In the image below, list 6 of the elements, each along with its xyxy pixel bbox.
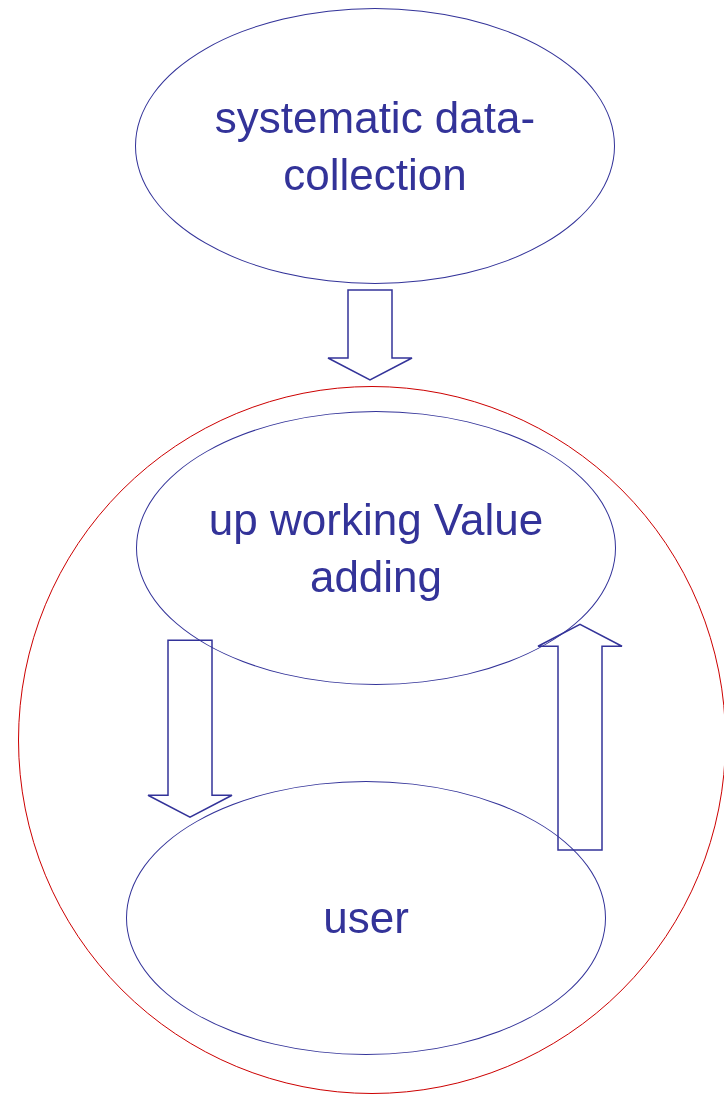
node-label: user	[322, 892, 410, 945]
node-label: systematic data-collection	[213, 91, 537, 201]
block-arrow	[147, 639, 233, 819]
block-arrow	[327, 289, 413, 381]
node-label: up working Value adding	[207, 493, 545, 603]
block-arrow	[537, 623, 623, 851]
